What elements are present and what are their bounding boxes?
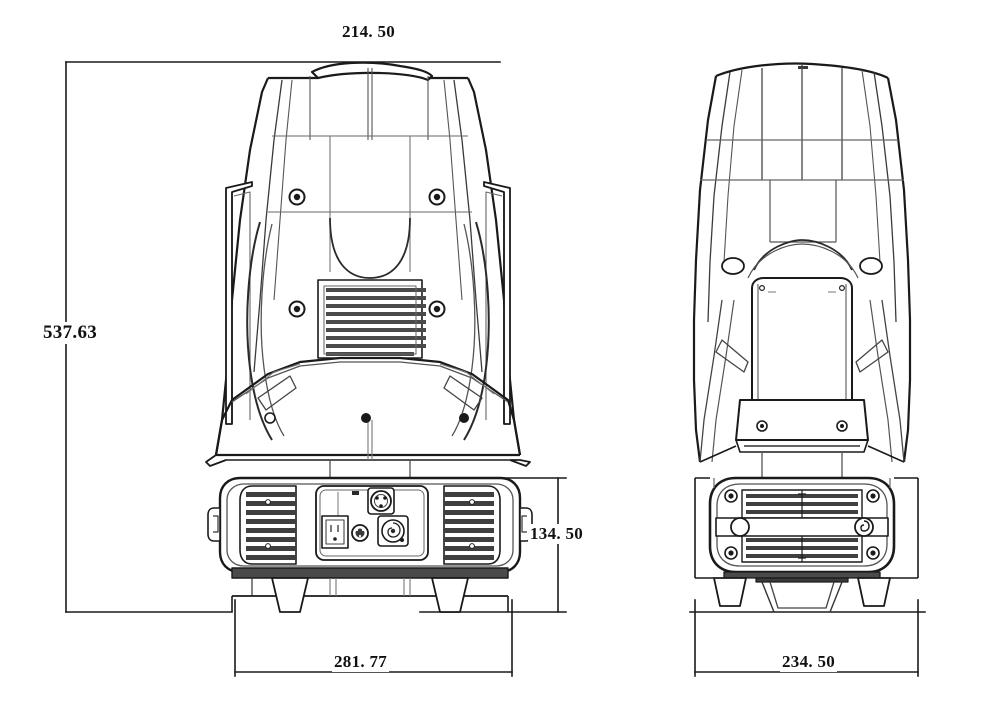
pivot-boss-upper-right: [428, 188, 446, 206]
base-ground-edges: [231, 596, 509, 612]
head-base-neck: [329, 460, 411, 478]
dimension-label-width-top: 214. 50: [340, 22, 398, 42]
ventilation-grille-head: [317, 279, 426, 359]
side-base-bottom: [723, 571, 881, 613]
pivot-boss-upper-left: [288, 188, 306, 206]
side-pivot-boss-right: [859, 257, 883, 275]
side-base-foot-right: [857, 577, 891, 607]
head-lower-shoulder: [214, 356, 522, 456]
power-switch: [321, 515, 349, 549]
connector-panel: [315, 485, 429, 561]
side-vent-panel-upper: [741, 489, 863, 519]
base-unit-side: [708, 476, 896, 574]
side-head-flange: [699, 399, 905, 478]
side-base-corner-screws: [724, 489, 880, 560]
dimension-label-base-height: 134. 50: [528, 524, 586, 544]
side-vent-panel-lower: [741, 533, 863, 563]
yoke-arm-left: [246, 221, 285, 441]
dimension-label-height-left: 537.63: [41, 322, 100, 344]
base-foot-right: [431, 577, 469, 613]
mount-holes-front: [264, 412, 469, 424]
pivot-boss-lower-right: [428, 300, 446, 318]
side-view: [692, 62, 919, 613]
dimension-label-side-width: 234. 50: [780, 652, 838, 672]
spiral-indicator-icon: [854, 517, 874, 537]
base-unit-front: [207, 476, 533, 574]
dimension-label-base-width: 281. 77: [332, 652, 390, 672]
power-inlet: [377, 515, 409, 547]
ventilation-grille-base-left: [239, 485, 297, 565]
lamp-head-housing: [214, 61, 522, 456]
head-side-rail-left: [225, 181, 253, 425]
side-pivot-boss-left: [721, 257, 745, 275]
pivot-boss-lower-left: [288, 300, 306, 318]
front-view: [205, 61, 533, 613]
round-connector: [351, 524, 369, 542]
side-base-shoulders: [694, 477, 919, 579]
base-latch-left: [207, 507, 221, 542]
side-lamp-head-housing: [692, 62, 912, 463]
base-foot-left: [271, 577, 309, 613]
xlr-connector: [367, 487, 395, 515]
side-base-centre-band: [715, 517, 889, 537]
side-base-foot-left: [713, 577, 747, 607]
side-yoke-shoulder-left: [699, 299, 749, 463]
side-yoke-shoulder-right: [855, 299, 905, 463]
dimension-lines: [65, 61, 926, 677]
side-central-body: [751, 277, 853, 401]
ventilation-grille-base-right: [443, 485, 501, 565]
head-bottom-plate: [205, 420, 531, 467]
